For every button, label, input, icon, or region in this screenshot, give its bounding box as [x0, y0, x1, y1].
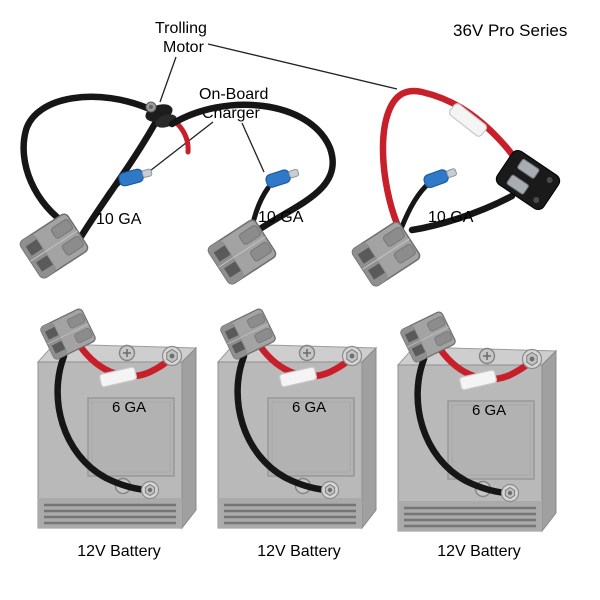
leader-charger-left [145, 121, 214, 175]
anderson-connector-left [17, 211, 91, 281]
battery-2 [218, 308, 376, 528]
blue-crimp-right [422, 164, 459, 190]
harness-left [17, 93, 191, 281]
leader-trolling-to-motor-lead [207, 43, 398, 90]
leader-charger-middle [241, 122, 265, 173]
battery-name-3: 12V Battery [437, 543, 521, 560]
gauge-label-middle: 10 GA [258, 209, 304, 226]
series-label: 36V Pro Series [453, 21, 567, 40]
middle-black-wire [168, 101, 336, 235]
battery-name-1: 12V Battery [77, 543, 161, 560]
blue-crimp-middle [264, 165, 301, 190]
battery-gauge-label-2: 6 GA [292, 399, 326, 416]
harness-middle [168, 101, 336, 287]
gauge-label-left: 10 GA [96, 211, 142, 228]
trolling-motor-label: Trolling Motor [155, 20, 207, 56]
trolling-motor-junction [145, 101, 177, 128]
battery-gauge-label-3: 6 GA [472, 402, 506, 419]
trolling-motor-line2: Motor [163, 39, 205, 56]
battery-1 [38, 308, 196, 528]
trolling-motor-line1: Trolling [155, 20, 207, 37]
gauge-label-right: 10 GA [428, 209, 474, 226]
left-black-wire [20, 93, 156, 230]
charger-line1: On-Board [199, 86, 268, 103]
battery-gauge-label-1: 6 GA [112, 399, 146, 416]
harness-right [349, 87, 561, 289]
right-black-wire [408, 192, 516, 234]
right-red-wire [379, 87, 520, 250]
wire-sleeve-right [448, 103, 488, 137]
battery-3 [398, 311, 556, 531]
battery-name-2: 12V Battery [257, 543, 341, 560]
leader-trolling-to-junction [159, 56, 177, 103]
trolling-motor-plug [495, 149, 561, 211]
